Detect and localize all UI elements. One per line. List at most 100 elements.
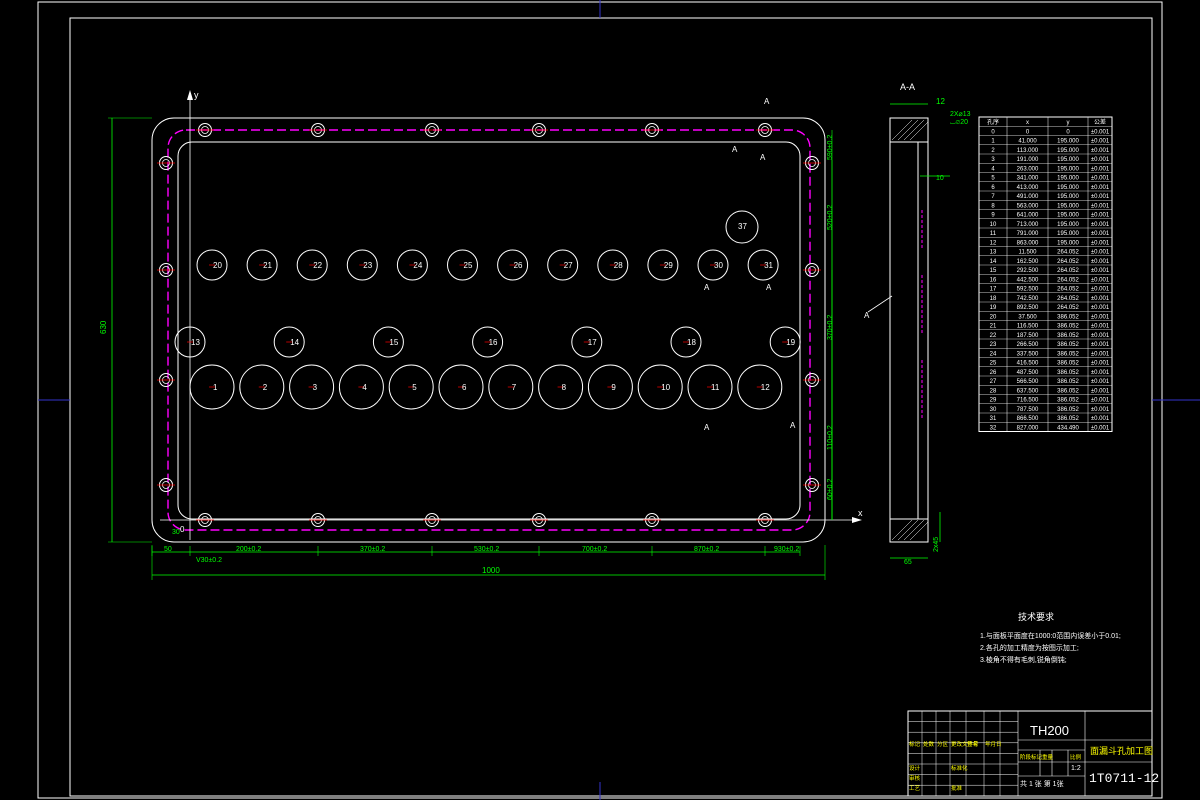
table-cell: 13 [990,250,997,256]
table-cell: ±0.001 [1091,361,1110,367]
section-markers: A A A A A A A A [704,97,870,432]
table-cell: 195.000 [1057,222,1079,228]
table-cell: 386.052 [1057,333,1079,339]
origin-label: 0 [180,525,185,534]
chain-dim-label: 930±0.2 [774,546,799,553]
table-cell: 386.052 [1057,407,1079,413]
chain-dim-label: 370±0.2 [360,546,385,553]
table-cell: 195.000 [1057,166,1079,172]
table-cell: ±0.001 [1091,296,1110,302]
table-cell: 716.500 [1017,398,1039,404]
table-cell: 195.000 [1057,157,1079,163]
chain-dim-label: 200±0.2 [236,546,261,553]
table-cell: 6 [991,185,995,191]
table-cell: 742.500 [1017,296,1039,302]
table-header: 公差 [1094,118,1106,126]
hole-large-label: 12 [761,383,770,392]
table-cell: ±0.001 [1091,324,1110,330]
table-cell: 791.000 [1017,231,1039,237]
drawing-name: 面漏斗孔加工图 [1090,745,1153,756]
hole-small-label: 21 [263,261,272,270]
chain-dim-label: 50 [164,546,172,553]
right-dim-label: 60±0.2 [827,479,834,500]
hole-mid [670,326,702,358]
x-axis-label: x [858,508,863,518]
table-cell: 32 [990,425,997,431]
table-cell: 0 [991,129,995,135]
table-cell: 195.000 [1057,231,1079,237]
hole-small-label: 30 [714,261,723,270]
table-cell: 5 [991,176,995,182]
table-cell: 11.500 [1019,250,1038,256]
table-cell: ±0.001 [1091,425,1110,431]
table-cell: 195.000 [1057,213,1079,219]
hole-large [289,364,335,410]
table-cell: 195.000 [1057,185,1079,191]
hole-small-label: 22 [313,261,322,270]
hole-large-label: 7 [512,383,517,392]
hole-mid-label: 16 [489,338,498,347]
table-cell: 386.052 [1057,398,1079,404]
table-cell: 827.000 [1017,425,1039,431]
table-cell: 7 [991,194,995,200]
table-header: 孔序 [987,118,999,126]
table-cell: ±0.001 [1091,166,1110,172]
section-marker-a8: A [864,311,870,320]
hole-small-label: 25 [464,261,473,270]
table-cell: 23 [990,342,997,348]
table-cell: ±0.001 [1091,176,1110,182]
table-cell: 21 [990,324,997,330]
table-cell: 341.000 [1017,176,1039,182]
scale-value: 1:2 [1071,765,1081,772]
table-cell: ±0.001 [1091,231,1110,237]
section-view: A-A 12 2X⌀13 ⌴⌀20 10 65 2x45 [889,82,971,566]
table-cell: 863.000 [1017,240,1039,246]
table-cell: 1 [991,139,995,145]
section-marker-a6: A [704,423,710,432]
section-marker-a3: A [760,153,766,162]
x-axis-arrow [852,517,862,523]
table-cell: 592.500 [1017,287,1039,293]
gasket-groove [167,129,811,531]
table-cell: 195.000 [1057,194,1079,200]
table-cell: 22 [990,333,997,339]
table-cell: 264.052 [1057,250,1079,256]
tb-label: 处数 [923,740,935,748]
tb-label: 标准化 [951,764,968,772]
bolt-holes [157,123,821,527]
table-cell: 386.052 [1057,379,1079,385]
hole-large [239,364,285,410]
section-dim-hole: 2X⌀13 [950,111,971,118]
table-cell: 16 [990,277,997,283]
dim-30-label: 30 [172,529,180,536]
table-cell: 17 [990,287,997,293]
table-cell: 0 [1026,129,1030,135]
section-marker-a4: A [704,283,710,292]
table-cell: 386.052 [1057,416,1079,422]
hole-37-label: 37 [738,222,747,231]
table-cell: 24 [990,351,997,357]
hole-large [737,364,783,410]
tb-label: 标记 [909,740,921,748]
hole-mid-label: 15 [389,338,398,347]
hole-small [396,249,428,281]
table-cell: 264.052 [1057,268,1079,274]
tb-label: 分区 [937,740,949,748]
dim-v30-label: V30±0.2 [196,557,222,564]
table-cell: ±0.001 [1091,416,1110,422]
hole-large-label: 11 [711,383,720,392]
hole-mid [472,326,504,358]
table-cell: ±0.001 [1091,351,1110,357]
table-cell: ±0.001 [1091,240,1110,246]
chain-dim-label: 870±0.2 [694,546,719,553]
hole-small-label: 24 [413,261,422,270]
hole-mid [372,326,404,358]
hole-small [447,249,478,281]
hole-small-label: 31 [764,261,773,270]
